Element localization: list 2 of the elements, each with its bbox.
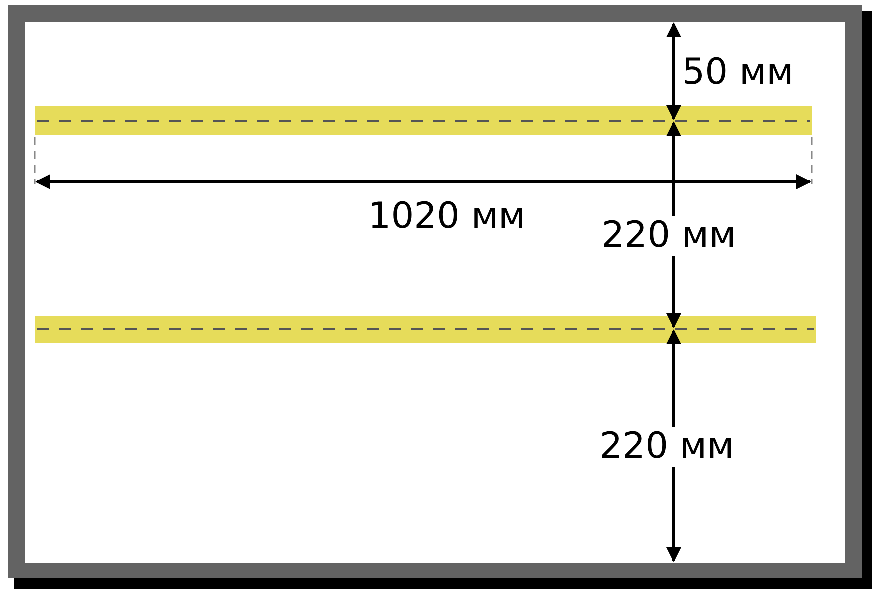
- dimension-label: 1020 мм: [367, 197, 527, 237]
- dimension-label: 50 мм: [681, 53, 795, 93]
